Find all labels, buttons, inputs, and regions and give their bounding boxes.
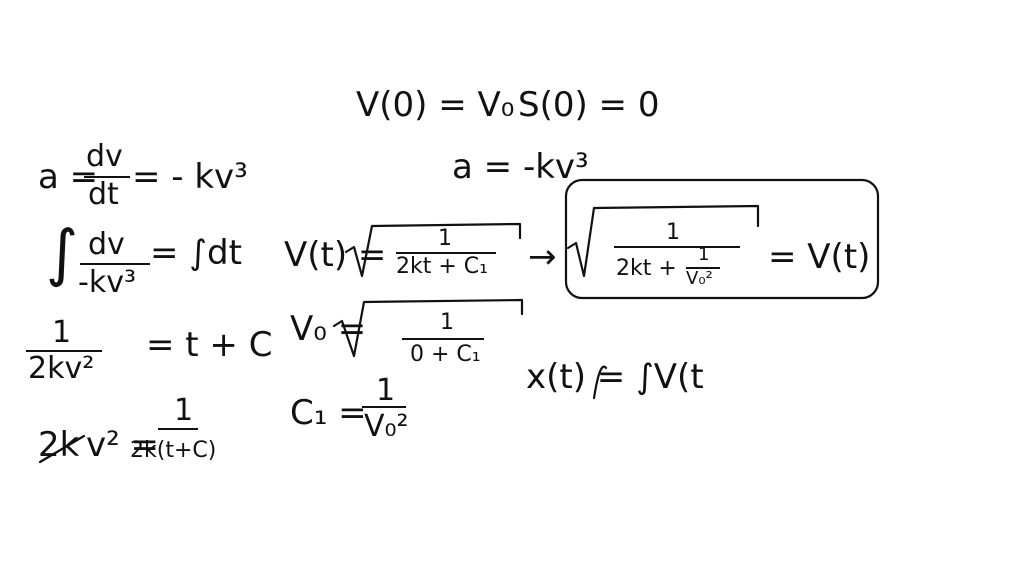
vt-denominator: 2kt + C₁ (396, 254, 488, 279)
boxed-inner-numerator: 1 (698, 244, 710, 265)
c1-label: C₁ = (290, 393, 367, 433)
eq1-denominator: dt (88, 177, 119, 212)
eq2-fraction-bar (80, 263, 150, 265)
boxed-denominator: 2kt + (616, 256, 677, 281)
eq4-lhs: v² = (86, 425, 160, 465)
position-equation: x(t) = ∫V(t (526, 357, 704, 397)
eq1-rhs: = - kv³ (132, 157, 248, 197)
integral-sign: ∫ (46, 216, 79, 289)
v0-fraction-bar (402, 338, 484, 340)
v0-numerator: 1 (440, 310, 454, 335)
eq2-numerator: dv (88, 227, 125, 262)
eq2-denominator: -kv³ (78, 265, 136, 300)
boxed-rhs: = V(t) (768, 237, 871, 277)
eq4-denominator: 2k(t+C) (130, 438, 217, 463)
eq4-struck-term: 2k (38, 425, 80, 465)
eq4-fraction-bar (158, 428, 198, 430)
vt-numerator: 1 (438, 226, 452, 251)
eq3-rhs: = t + C (146, 325, 273, 365)
eq2-rhs: = ∫dt (150, 233, 242, 273)
eq1-numerator: dv (86, 139, 123, 174)
eq1-fraction-bar (84, 176, 130, 178)
boxed-numerator: 1 (666, 220, 680, 245)
initial-condition-velocity: V(0) = V₀ (356, 85, 515, 125)
arrow-icon: → (528, 237, 557, 277)
eq3-numerator: 1 (52, 315, 72, 350)
eq4-numerator: 1 (174, 393, 194, 428)
c1-fraction-bar (362, 406, 406, 408)
v0-label: V₀ = (290, 309, 367, 349)
vt-label: V(t) = (284, 235, 387, 275)
boxed-inner-denominator: V₀² (686, 268, 713, 289)
boxed-inner-fraction-bar (686, 267, 720, 269)
vt-fraction-bar (396, 252, 496, 254)
boxed-fraction-bar (614, 246, 740, 248)
v0-denominator: 0 + C₁ (410, 342, 481, 367)
c1-numerator: 1 (376, 373, 396, 408)
eq3-fraction-bar (26, 350, 102, 352)
eq3-denominator: 2kv² (28, 351, 95, 386)
initial-condition-position: S(0) = 0 (518, 85, 660, 125)
acceleration-equation: a = -kv³ (452, 147, 589, 187)
c1-denominator: V₀² (364, 409, 409, 444)
